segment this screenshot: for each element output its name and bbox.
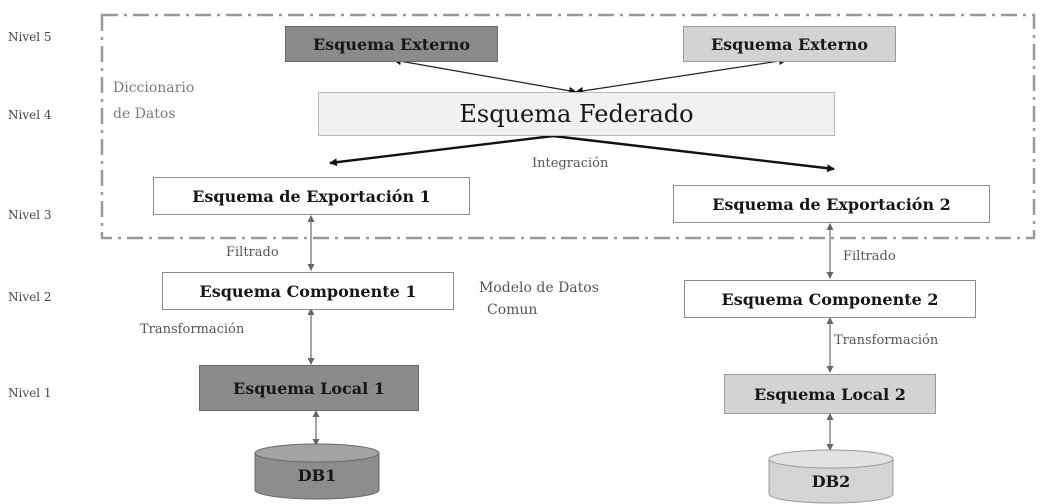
esquema-local-1-label: Esquema Local 1 (233, 378, 385, 398)
level-2-label: Nivel 2 (8, 290, 52, 304)
esquema-federado-label: Esquema Federado (459, 100, 694, 128)
modelo-datos-label-line2: Comun (487, 302, 538, 318)
level-1-label: Nivel 1 (8, 386, 52, 400)
level-3-label: Nivel 3 (8, 208, 52, 222)
db1-cylinder (254, 443, 380, 500)
esquema-local-2-label: Esquema Local 2 (754, 384, 906, 404)
level-4-label: Nivel 4 (8, 108, 52, 122)
integracion-label: Integración (532, 156, 609, 171)
esquema-local-1-box[interactable]: Esquema Local 1 (199, 365, 419, 411)
esquema-componente-2-label: Esquema Componente 2 (721, 289, 939, 309)
esquema-externo-2-box[interactable]: Esquema Externo (683, 26, 896, 62)
esquema-externo-2-label: Esquema Externo (710, 34, 869, 54)
modelo-datos-label-line1: Modelo de Datos (479, 280, 599, 296)
arrow-externo1-federado (393, 57, 577, 95)
arrow-integracion-left (329, 134, 554, 167)
transformacion-2-label: Transformación (834, 333, 939, 348)
esquema-externo-1-box[interactable]: Esquema Externo (285, 26, 498, 62)
arrow-integracion-right (552, 134, 835, 173)
db2-label: DB2 (811, 472, 851, 491)
esquema-local-2-box[interactable]: Esquema Local 2 (724, 374, 936, 414)
level-5-label: Nivel 5 (8, 30, 52, 44)
esquema-externo-1-label: Esquema Externo (312, 34, 471, 54)
esquema-exportacion-2-label: Esquema de Exportación 2 (712, 194, 951, 214)
filtrado-2-label: Filtrado (843, 249, 896, 264)
esquema-componente-2-box[interactable]: Esquema Componente 2 (684, 280, 976, 318)
esquema-federado-box[interactable]: Esquema Federado (318, 92, 835, 136)
esquema-exportacion-1-box[interactable]: Esquema de Exportación 1 (153, 177, 470, 215)
esquema-componente-1-label: Esquema Componente 1 (199, 281, 417, 301)
db1-label: DB1 (297, 466, 337, 485)
data-dictionary-region (100, 13, 1036, 240)
transformacion-1-label: Transformación (140, 322, 245, 337)
dictionary-label-line2: de Datos (113, 106, 176, 122)
dictionary-label-line1: Diccionario (113, 80, 195, 96)
esquema-componente-1-box[interactable]: Esquema Componente 1 (162, 272, 454, 310)
filtrado-1-label: Filtrado (226, 245, 279, 260)
esquema-exportacion-2-box[interactable]: Esquema de Exportación 2 (673, 185, 990, 223)
db2-cylinder (768, 449, 894, 504)
esquema-exportacion-1-label: Esquema de Exportación 1 (192, 186, 431, 206)
arrow-externo2-federado (575, 57, 787, 95)
